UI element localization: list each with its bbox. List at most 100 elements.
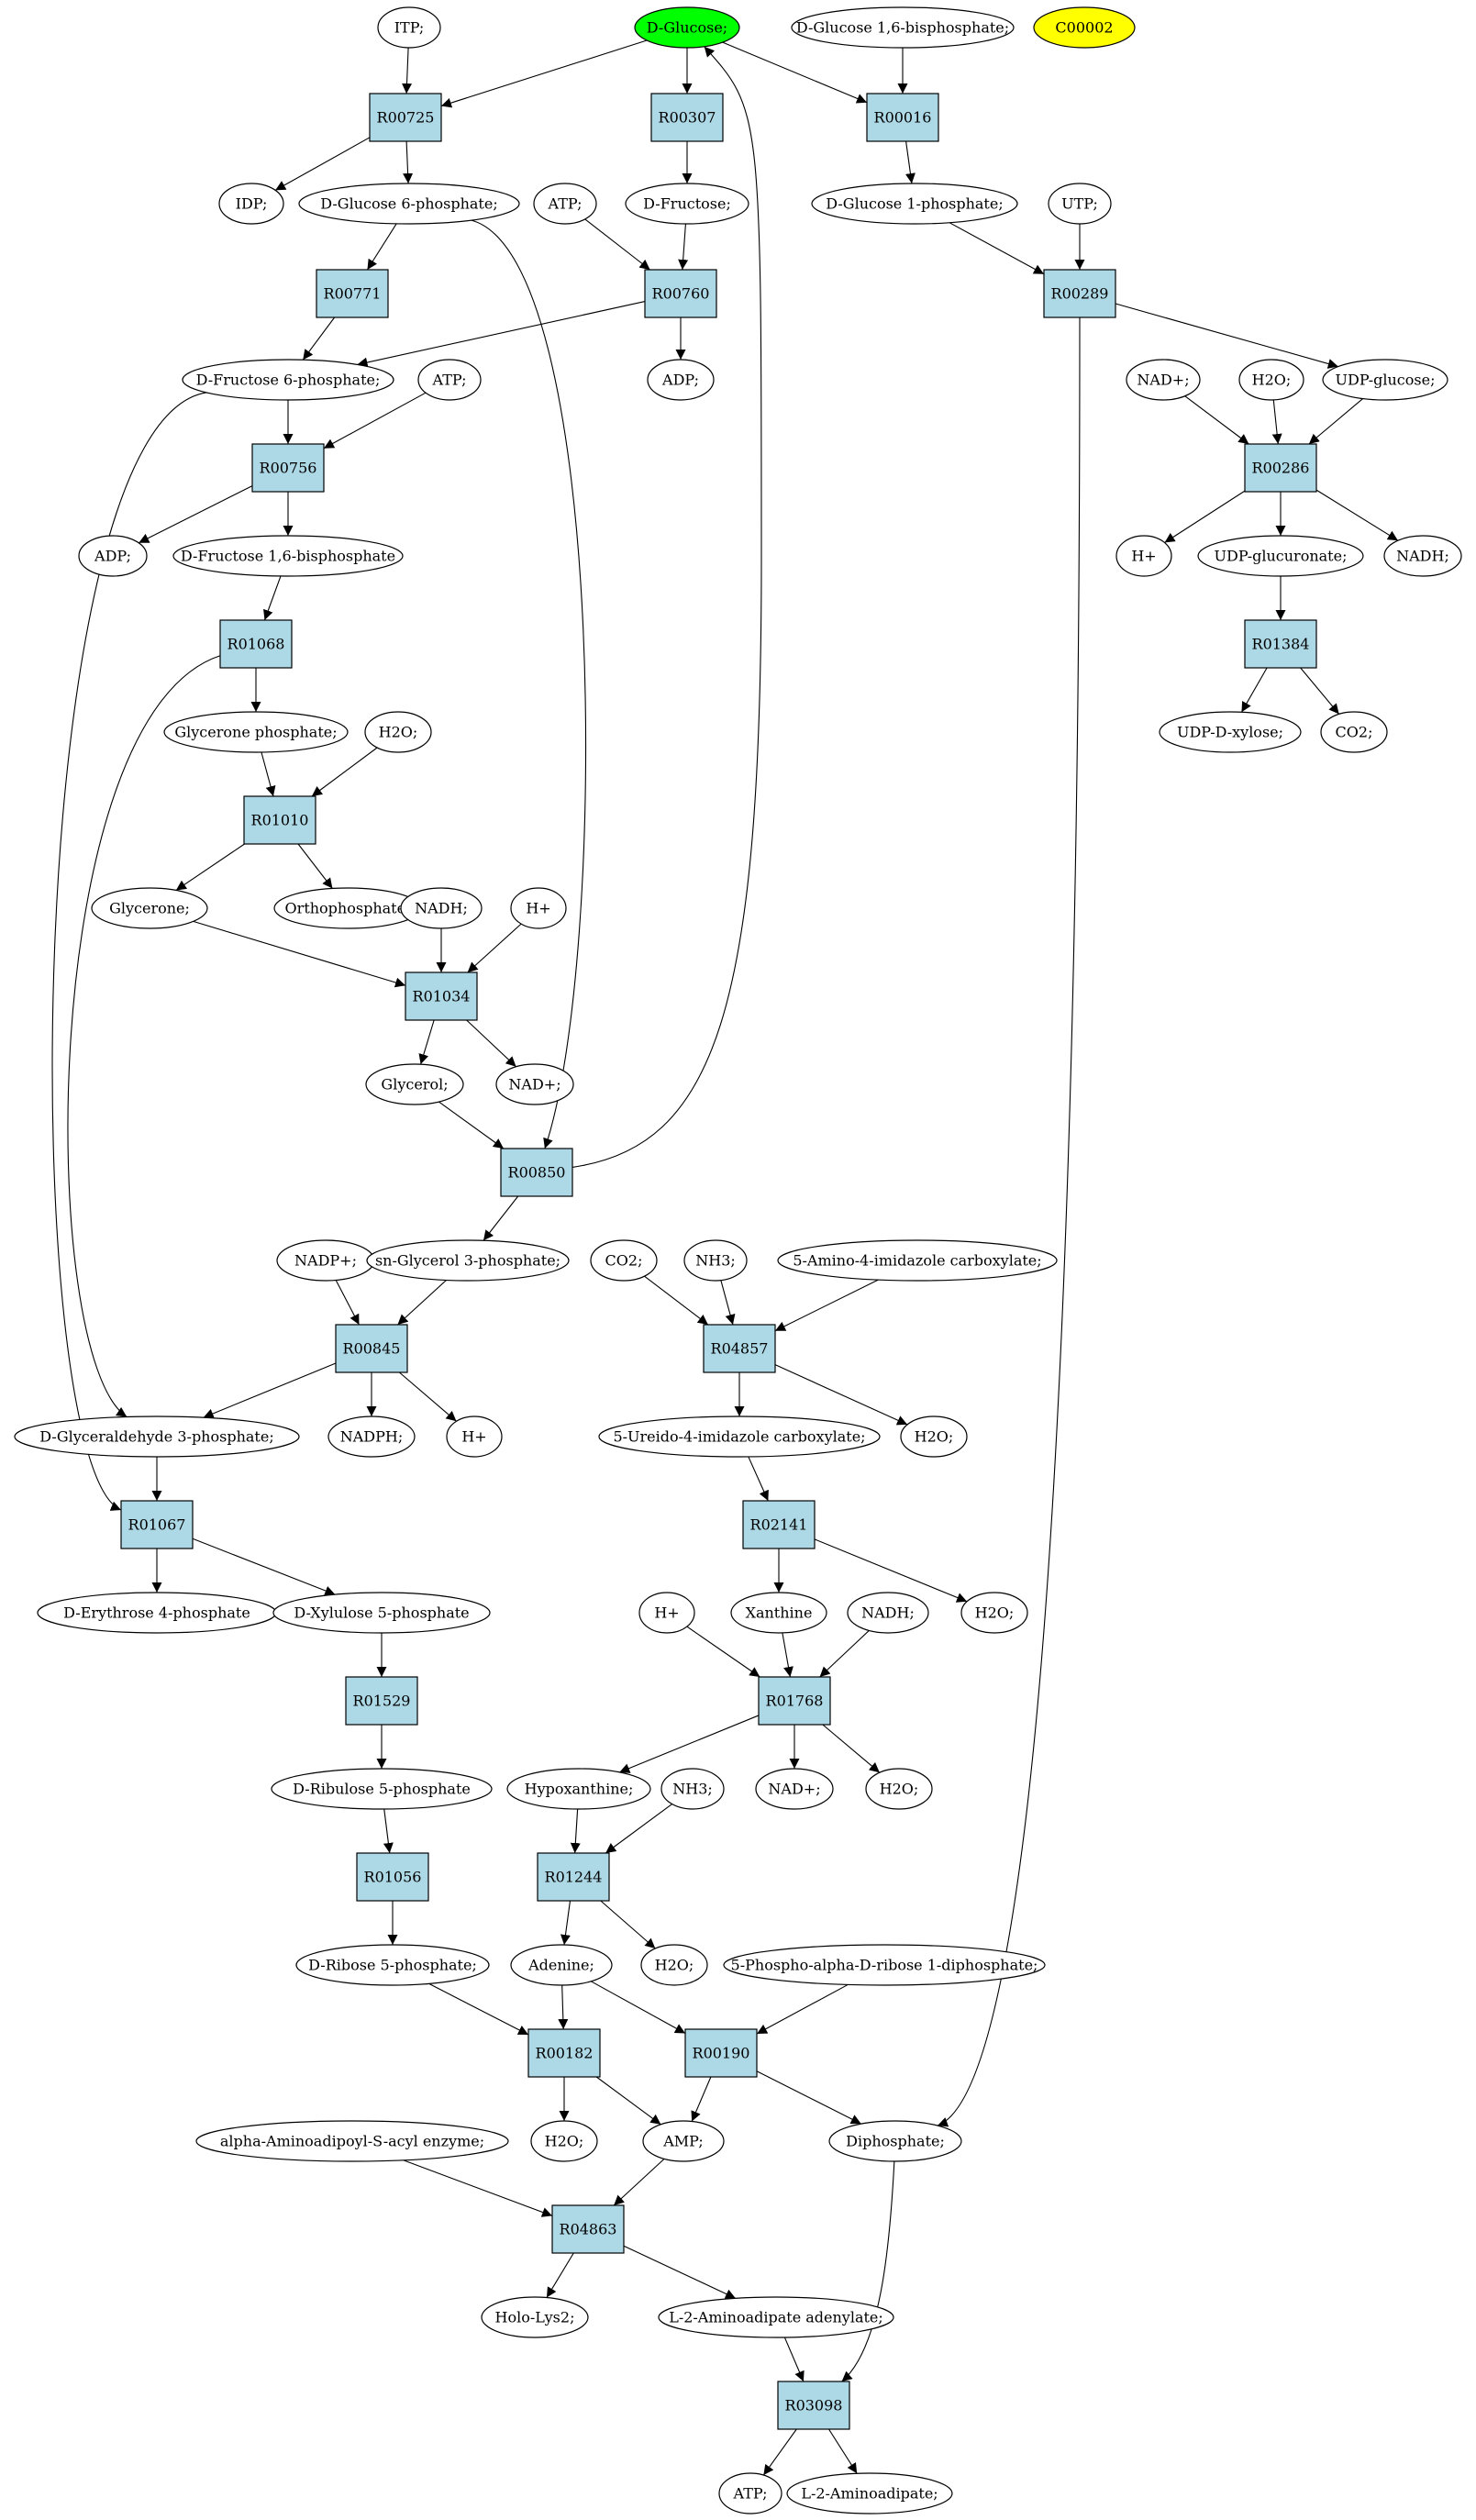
edge-hplus4-to-R01768 — [686, 1626, 760, 1678]
reaction-node-R00190[interactable]: R00190 — [684, 2028, 758, 2078]
edge-R00845-to-hplus3 — [398, 1371, 457, 1422]
compound-node-g16bp[interactable]: D-Glucose 1,6-bisphosphate; — [791, 6, 1015, 49]
reaction-node-R01068[interactable]: R01068 — [219, 619, 293, 669]
compound-ellipse — [364, 711, 432, 753]
node-label: IDP; — [236, 195, 268, 213]
compound-node-nad3[interactable]: NAD+; — [755, 1768, 834, 1810]
compound-node-utp[interactable]: UTP; — [1048, 183, 1112, 225]
compound-node-aica[interactable]: 5-Amino-4-imidazole carboxylate; — [777, 1239, 1058, 1282]
compound-node-glycerone[interactable]: Glycerone; — [91, 887, 208, 929]
compound-node-g6p[interactable]: D-Glucose 6-phosphate; — [298, 183, 520, 225]
compound-node-hypox[interactable]: Hypoxanthine; — [506, 1768, 651, 1810]
compound-node-amp[interactable]: AMP; — [642, 2120, 725, 2162]
reaction-node-R01529[interactable]: R01529 — [345, 1676, 418, 1726]
compound-node-udpxyl[interactable]: UDP-D-xylose; — [1159, 711, 1302, 753]
compound-node-xanthine[interactable]: Xanthine — [730, 1592, 827, 1634]
reaction-node-R01010[interactable]: R01010 — [243, 795, 316, 845]
compound-node-nadh3[interactable]: NADH; — [847, 1592, 929, 1634]
reaction-node-R00289[interactable]: R00289 — [1043, 269, 1116, 318]
reaction-node-R01384[interactable]: R01384 — [1244, 619, 1317, 669]
compound-node-ppi[interactable]: Diphosphate; — [828, 2120, 962, 2162]
compound-node-itp[interactable]: ITP; — [377, 6, 441, 49]
compound-node-r5p[interactable]: D-Ribose 5-phosphate; — [295, 1944, 490, 1986]
compound-node-nadh1[interactable]: NADH; — [1383, 535, 1462, 577]
compound-node-udpglc[interactable]: UDP-glucose; — [1322, 359, 1448, 401]
reaction-node-R00845[interactable]: R00845 — [335, 1324, 408, 1373]
reaction-node-R02141[interactable]: R02141 — [742, 1500, 816, 1549]
reaction-node-R00760[interactable]: R00760 — [644, 269, 717, 318]
compound-node-h2o6[interactable]: H2O; — [640, 1944, 708, 1986]
compound-node-ru5p[interactable]: D-Ribulose 5-phosphate — [271, 1768, 493, 1810]
node-label: R01056 — [364, 1869, 422, 1886]
compound-node-adenine[interactable]: Adenine; — [510, 1944, 613, 1986]
compound-node-pi[interactable]: Orthophosphate; — [273, 887, 422, 929]
reaction-node-R00850[interactable]: R00850 — [500, 1148, 573, 1197]
compound-node-h2o2[interactable]: H2O; — [364, 711, 432, 753]
reaction-node-R04857[interactable]: R04857 — [703, 1324, 776, 1373]
reaction-node-R00756[interactable]: R00756 — [251, 443, 325, 493]
reaction-node-R01056[interactable]: R01056 — [356, 1852, 429, 1902]
compound-node-h2o5[interactable]: H2O; — [865, 1768, 933, 1810]
compound-node-nh3b[interactable]: NH3; — [660, 1768, 725, 1810]
compound-node-atp2[interactable]: ATP; — [417, 359, 482, 401]
reaction-node-R01768[interactable]: R01768 — [758, 1676, 831, 1726]
edge-R01010-to-pi — [297, 843, 333, 889]
compound-node-atp3[interactable]: ATP; — [718, 2472, 782, 2514]
compound-node-h2o4[interactable]: H2O; — [960, 1592, 1028, 1634]
compound-node-hplus4[interactable]: H+ — [638, 1592, 695, 1634]
reaction-node-R01067[interactable]: R01067 — [120, 1500, 194, 1549]
compound-node-idp[interactable]: IDP; — [218, 183, 284, 225]
compound-node-f16bp[interactable]: D-Fructose 1,6-bisphosphate — [172, 535, 404, 577]
compound-node-e4p[interactable]: D-Erythrose 4-phosphate — [37, 1592, 277, 1634]
compound-node-atp1[interactable]: ATP; — [533, 183, 597, 225]
reaction-node-R04863[interactable]: R04863 — [551, 2204, 625, 2254]
reaction-node-R00016[interactable]: R00016 — [866, 93, 939, 142]
compound-node-adp1[interactable]: ADP; — [647, 359, 715, 401]
reaction-node-R01244[interactable]: R01244 — [537, 1852, 610, 1902]
compound-node-f6p[interactable]: D-Fructose 6-phosphate; — [182, 359, 394, 401]
compound-node-prpp[interactable]: 5-Phospho-alpha-D-ribose 1-diphosphate; — [723, 1944, 1046, 1986]
compound-node-hplus3[interactable]: H+ — [446, 1415, 503, 1458]
compound-node-h2o1[interactable]: H2O; — [1238, 359, 1304, 401]
compound-node-nadp_plus1[interactable]: NAD+; — [1126, 359, 1201, 401]
reaction-node-R00307[interactable]: R00307 — [650, 93, 724, 142]
compound-node-hplus1[interactable]: H+ — [1115, 535, 1172, 577]
compound-node-aad_aden[interactable]: L-2-Aminoadipate adenylate; — [658, 2296, 894, 2338]
compound-node-glucose[interactable]: D-Glucose; — [634, 6, 740, 49]
compound-node-adp2[interactable]: ADP; — [78, 535, 148, 577]
compound-node-h2o3[interactable]: H2O; — [900, 1415, 968, 1458]
compound-node-uica[interactable]: 5-Ureido-4-imidazole carboxylate; — [598, 1415, 881, 1458]
node-label: R01529 — [353, 1693, 411, 1710]
compound-node-nad2[interactable]: NAD+; — [495, 1063, 574, 1105]
compound-node-nadph[interactable]: NADPH; — [327, 1415, 416, 1458]
compound-node-dhap[interactable]: Glycerone phosphate; — [163, 711, 349, 753]
compound-node-c00002[interactable]: C00002 — [1033, 6, 1136, 49]
compound-node-co2a[interactable]: CO2; — [1320, 711, 1388, 753]
compound-ellipse — [730, 1592, 827, 1634]
compound-node-holo[interactable]: Holo-Lys2; — [481, 2296, 589, 2338]
compound-node-nadh2[interactable]: NADH; — [400, 887, 483, 929]
reaction-node-R03098[interactable]: R03098 — [777, 2381, 850, 2430]
compound-node-nh3a[interactable]: NH3; — [683, 1239, 748, 1282]
compound-node-aaa_enz[interactable]: alpha-Aminoadipoyl-S-acyl enzyme; — [195, 2120, 509, 2162]
compound-node-co2b[interactable]: CO2; — [590, 1239, 658, 1282]
reaction-node-R00725[interactable]: R00725 — [369, 93, 442, 142]
compound-node-fructose[interactable]: D-Fructose; — [625, 183, 749, 225]
compound-ellipse — [510, 1944, 613, 1986]
reaction-node-R01034[interactable]: R01034 — [405, 971, 478, 1021]
node-label: Orthophosphate; — [285, 900, 411, 917]
reaction-node-R00182[interactable]: R00182 — [527, 2028, 601, 2078]
compound-node-nadp[interactable]: NADP+; — [276, 1239, 375, 1282]
compound-node-aad[interactable]: L-2-Aminoadipate; — [786, 2472, 953, 2514]
compound-node-g1p[interactable]: D-Glucose 1-phosphate; — [811, 183, 1018, 225]
compound-node-udpglcua[interactable]: UDP-glucuronate; — [1197, 535, 1364, 577]
compound-node-xu5p[interactable]: D-Xylulose 5-phosphate — [272, 1592, 491, 1634]
reaction-node-R00286[interactable]: R00286 — [1244, 443, 1317, 493]
reaction-node-R00771[interactable]: R00771 — [316, 269, 389, 318]
compound-node-gap[interactable]: D-Glyceraldehyde 3-phosphate; — [14, 1415, 300, 1458]
compound-node-glycerol[interactable]: Glycerol; — [365, 1063, 464, 1105]
compound-node-hplus2[interactable]: H+ — [510, 887, 567, 929]
compound-node-h2o7[interactable]: H2O; — [530, 2120, 598, 2162]
node-label: sn-Glycerol 3-phosphate; — [375, 1252, 560, 1270]
compound-node-g3p[interactable]: sn-Glycerol 3-phosphate; — [366, 1239, 570, 1282]
